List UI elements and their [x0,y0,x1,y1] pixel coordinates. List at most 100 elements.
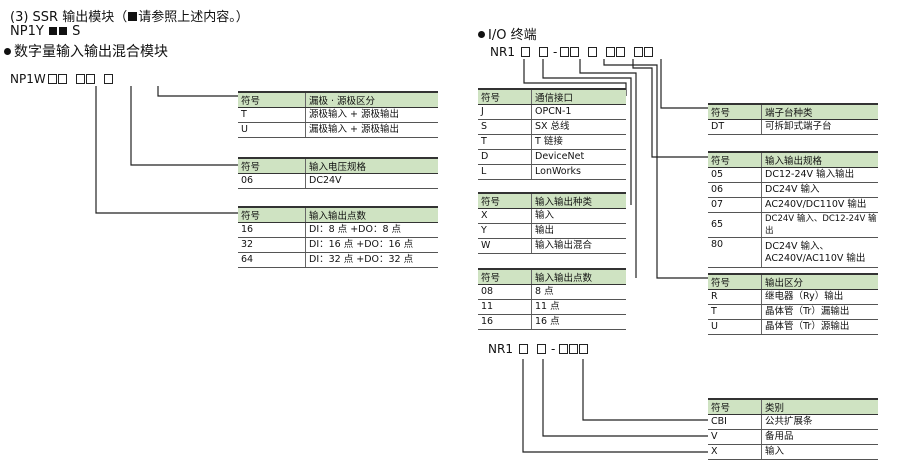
table-cell: DC24V 输入、 AC240V/AC110V 输出 [761,237,878,268]
table-header-row: 符号输入电压规格 [238,157,438,174]
code-box [616,47,626,57]
table-cell: CBI [708,414,762,430]
table-cell: AC240V/DC110V 输出 [761,197,878,213]
table-header: 符号 [708,103,762,120]
table-cell: 源极输入 + 源极输出 [305,107,438,123]
code-box [75,74,85,84]
ssr-heading-text: (3) SSR 输出模块（ [10,10,128,25]
table-header-row: 符号通信接口 [478,88,626,105]
mixed-module-heading: 数字量输入输出混合模块 [4,41,168,61]
table-cell: 漏极输入 + 源极输出 [305,122,438,138]
table-cell: 16 点 [531,314,626,330]
code-separator: - [550,342,556,356]
table-cell: DI：16 点 +DO：16 点 [305,237,438,253]
placeholder-square-icon [48,27,57,35]
table-cell: DC24V 输入 [761,182,878,198]
table-header-row: 符号输入输出点数 [238,206,438,223]
table-cell: U [708,319,762,335]
code-box [57,74,67,84]
nr1b-prefix: NR1 [488,342,513,356]
nr1-prefix: NR1 [490,45,515,59]
table-cell: X [478,208,532,224]
table-cell: DC12-24V 输入输出 [761,167,878,183]
table-cell: W [478,238,532,254]
table-cell: 可拆卸式端子台 [761,119,878,135]
table-header-row: 符号类别 [708,398,878,415]
table-cell: 8 点 [531,284,626,300]
ssr-heading-suffix: 请参照上述内容。） [138,10,249,25]
code-box [538,47,548,57]
table-header: 符号 [478,88,532,105]
table-cell: R [708,289,762,305]
mixed-module-title: 数字量输入输出混合模块 [14,44,168,60]
table-header: 输入输出点数 [305,206,438,223]
table-cell: DC24V [305,173,438,189]
np1y-suffix: S [72,24,81,39]
table-header-row: 符号输入输出规格 [708,151,878,168]
table-header: 符号 [238,206,306,223]
table-cell: 05 [708,167,762,183]
table-cell: 晶体管（Tr）源输出 [761,319,878,335]
table-cell: 输出 [531,223,626,239]
np1y-prefix: NP1Y [10,24,44,39]
table-header: 符号 [238,157,306,174]
np1w-prefix: NP1W [10,72,46,86]
table-cell: 输入输出混合 [531,238,626,254]
table-header: 符号 [478,268,532,285]
table-cell: DI：32 点 +DO：32 点 [305,252,438,268]
table-cell: 65 [708,212,762,238]
table-header: 符号 [708,151,762,168]
table-cell: 08 [478,284,532,300]
table-cell: 16 [238,222,306,238]
code-box [644,47,654,57]
table-header: 通信接口 [531,88,626,105]
table-cell: DT [708,119,762,135]
nr1-accessory-code: NR1 - [488,342,589,356]
table-cell: DeviceNet [531,149,626,165]
table-cell: T 链接 [531,134,626,150]
table-cell: DC24V 输入、DC12-24V 输出 [761,212,878,238]
table-cell: 晶体管（Tr）漏输出 [761,304,878,320]
code-box [559,344,569,354]
table-header: 类别 [761,398,878,415]
table-header: 符号 [238,91,306,108]
table-header-row: 符号输出区分 [708,273,878,290]
table-cell: T [708,304,762,320]
code-box [634,47,644,57]
table-cell: 80 [708,237,762,268]
table-cell: Y [478,223,532,239]
table-cell: X [708,444,762,460]
nr1-code: NR1- [490,45,654,59]
io-terminal-heading: I/O 终端 [478,24,537,43]
table-cell: DI：8 点 +DO：8 点 [305,222,438,238]
table-cell: D [478,149,532,165]
placeholder-square-icon [58,27,67,35]
table-cell: 输入 [761,444,878,460]
table-cell: 输入 [531,208,626,224]
code-box [569,344,579,354]
table-cell: 公共扩展条 [761,414,878,430]
table-header: 符号 [708,273,762,290]
table-cell: S [478,119,532,135]
